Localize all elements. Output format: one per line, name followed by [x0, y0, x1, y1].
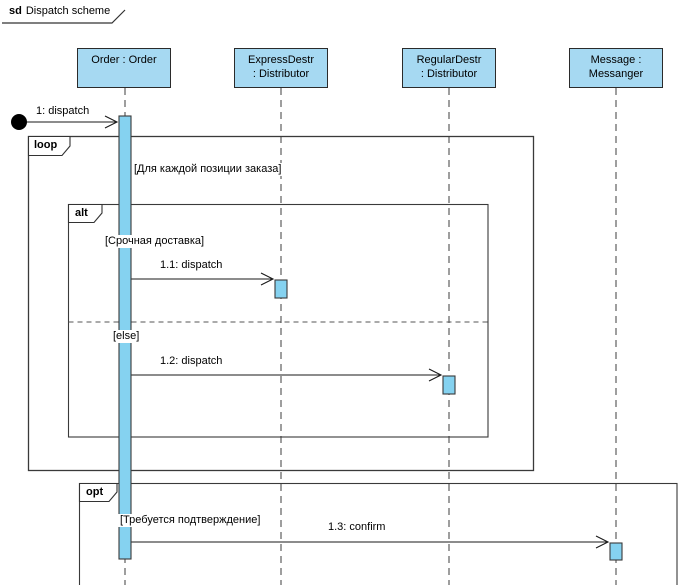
alt-keyword: alt: [75, 207, 88, 219]
message-1-1-open-arrowhead: [260, 272, 275, 286]
sd-keyword: sd: [9, 5, 22, 17]
opt-guard[interactable]: [Требуется подтверждение]: [118, 514, 263, 527]
loop-fragment-pentagon[interactable]: [27, 135, 71, 157]
sd-frame-tag: sd Dispatch scheme: [9, 5, 110, 17]
message-1-3-arrow[interactable]: [131, 535, 610, 549]
message-1-3-label[interactable]: 1.3: confirm: [328, 521, 386, 533]
message-1-1-arrow[interactable]: [131, 272, 275, 286]
lifeline-head-regulardestr[interactable]: RegularDestr : Distributor: [402, 48, 496, 88]
activation-message[interactable]: [609, 542, 623, 561]
message-1-open-arrowhead: [104, 115, 119, 129]
diagram-title: Dispatch scheme: [25, 5, 111, 17]
lifeline-head-label: ExpressDestr: [247, 54, 315, 66]
sd-frame-tag-shape[interactable]: [2, 9, 126, 24]
loop-guard[interactable]: [Для каждой позиции заказа]: [132, 163, 284, 176]
lifeline-head-label: : Distributor: [252, 68, 310, 80]
message-1-2-arrow[interactable]: [131, 368, 443, 382]
lifeline-head-expressdestr[interactable]: ExpressDestr : Distributor: [234, 48, 328, 88]
activation-regulardestr[interactable]: [442, 375, 456, 395]
opt-fragment-frame[interactable]: [78, 482, 678, 585]
lifeline-head-order[interactable]: Order : Order: [77, 48, 171, 88]
message-1-1-label[interactable]: 1.1: dispatch: [160, 259, 223, 271]
alt-fragment-pentagon[interactable]: [67, 203, 103, 224]
loop-keyword: loop: [34, 139, 58, 151]
lifeline-head-label: : Distributor: [420, 68, 478, 80]
found-message-circle[interactable]: [11, 114, 27, 130]
lifeline-head-label: RegularDestr: [416, 54, 482, 66]
opt-fragment-pentagon[interactable]: [78, 482, 118, 503]
message-1-3-open-arrowhead: [595, 535, 610, 549]
opt-keyword: opt: [86, 486, 104, 498]
lifeline-head-label: Messanger: [588, 68, 644, 80]
message-1-2-open-arrowhead: [428, 368, 443, 382]
alt-guard-else[interactable]: [else]: [111, 330, 142, 343]
activation-expressdestr[interactable]: [274, 279, 288, 299]
lifeline-head-label: Message :: [590, 54, 642, 66]
message-1-2-label[interactable]: 1.2: dispatch: [160, 355, 223, 367]
message-1-arrow[interactable]: [11, 114, 119, 130]
message-1-label[interactable]: 1: dispatch: [36, 105, 90, 117]
lifeline-head-label: Order : Order: [91, 54, 157, 66]
lifeline-head-message[interactable]: Message : Messanger: [569, 48, 663, 88]
loop-fragment-frame[interactable]: [27, 135, 535, 472]
alt-fragment-frame[interactable]: [67, 203, 489, 438]
alt-guard-then[interactable]: [Срочная доставка]: [103, 235, 207, 248]
